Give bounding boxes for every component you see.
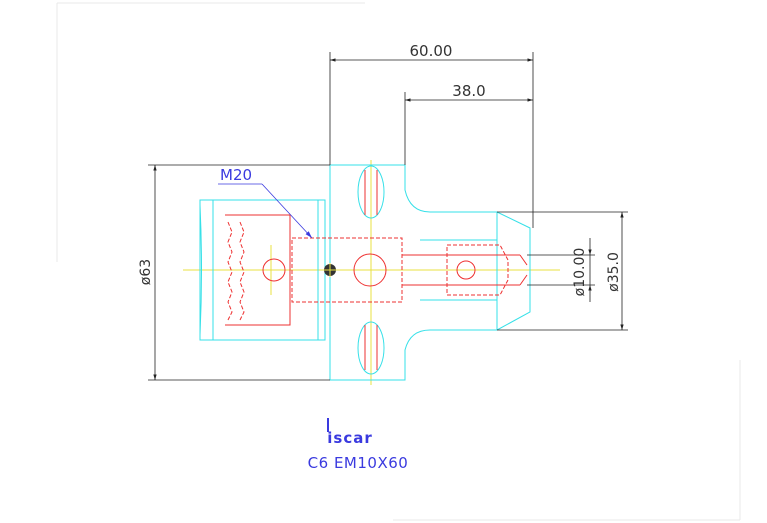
dim-nose-diameter: ø35.0 [497,211,628,331]
title-block: iscar C6 EM10X60 [308,418,409,472]
dim-body-diameter: ø63 [138,164,330,381]
bore-diameter-label: ø10.00 [572,248,588,297]
part-number: C6 EM10X60 [308,454,409,472]
thread-label: M20 [220,166,252,184]
overall-length-label: 60.00 [410,42,453,60]
thread-callout: M20 [218,166,313,239]
hidden-features [225,170,528,370]
dim-shank-length: 38.0 [404,82,533,165]
dim-bore-diameter: ø10.00 [527,238,595,302]
body-diameter-label: ø63 [138,259,154,285]
shank-length-label: 38.0 [452,82,485,100]
nose-diameter-label: ø35.0 [606,252,622,292]
centerlines [183,160,560,385]
sheet-frame [56,2,741,521]
dim-overall-length: 60.00 [329,42,534,228]
iscar-logo: iscar [327,429,372,447]
